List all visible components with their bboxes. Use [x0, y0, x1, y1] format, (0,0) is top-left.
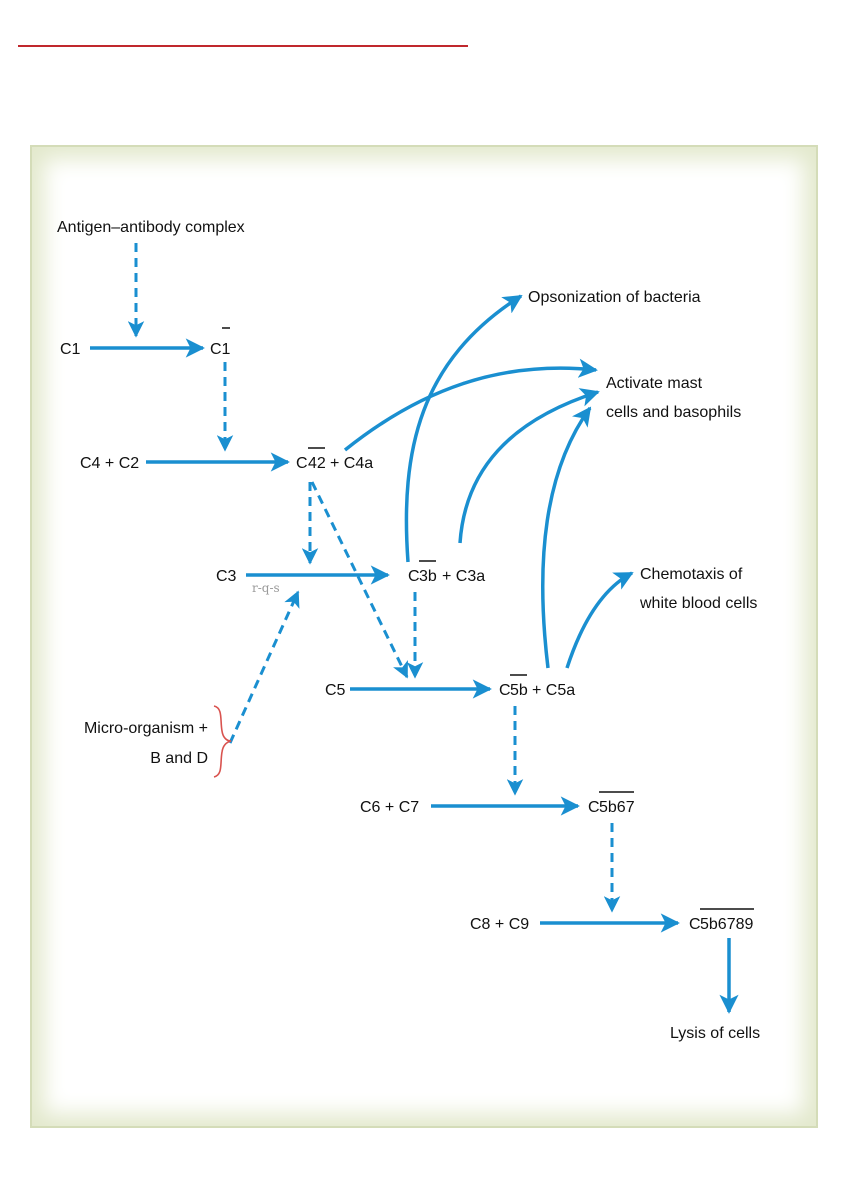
c5b-bar-label: 5b	[510, 682, 528, 699]
arrow-to-opsonization	[404, 294, 523, 563]
chemotaxis-label-line1: Chemotaxis of	[640, 566, 743, 583]
mast-cells-label-line1: Activate mast	[606, 375, 703, 392]
dash-c42-to-c5	[310, 481, 409, 679]
arrow-c5a-to-chemotaxis	[565, 571, 634, 669]
lysis-label: Lysis of cells	[670, 1025, 760, 1042]
c4a-label: + C4a	[330, 455, 373, 472]
c5-label: C5	[325, 682, 346, 699]
opsonization-label: Opsonization of bacteria	[528, 289, 701, 306]
c5b6789-bar-label: 5b6789	[700, 916, 753, 933]
c5b67-prefix-label: C	[588, 799, 600, 816]
c1-label: C1	[60, 341, 81, 358]
diagram-panel	[30, 145, 818, 1128]
title-rule	[18, 45, 468, 47]
micro-organism-label-line2: B and D	[150, 750, 208, 767]
c5b67-bar-label: 5b67	[599, 799, 635, 816]
c5b-prefix-label: C	[499, 682, 511, 699]
dash-micro-to-c3	[228, 590, 300, 744]
arrow-c4a-to-mast	[343, 358, 598, 452]
c8-c9-label: C8 + C9	[470, 916, 529, 933]
c3a-label: + C3a	[442, 568, 485, 585]
c3-label: C3	[216, 568, 237, 585]
antigen-antibody-label: Antigen–antibody complex	[57, 219, 245, 236]
arrow-c5a-to-mast	[541, 406, 592, 669]
c3b-prefix-label: C	[408, 568, 420, 585]
c5b6789-prefix-label: C	[689, 916, 701, 933]
c42-bar-label: 42	[308, 455, 326, 472]
chemotaxis-label-line2: white blood cells	[639, 595, 757, 612]
c5a-label: + C5a	[532, 682, 575, 699]
c1-bar-label: C1	[210, 341, 231, 358]
mast-cells-label-line2: cells and basophils	[606, 404, 741, 421]
c6-c7-label: C6 + C7	[360, 799, 419, 816]
arrow-c3a-to-mast	[458, 388, 600, 544]
c3b-bar-label: 3b	[419, 568, 437, 585]
micro-organism-brace	[213, 705, 232, 778]
micro-organism-label-line1: Micro-organism +	[84, 720, 208, 737]
c42-prefix-label: C	[296, 455, 308, 472]
c4-c2-label: C4 + C2	[80, 455, 139, 472]
watermark-text: r-q-s	[252, 581, 280, 595]
